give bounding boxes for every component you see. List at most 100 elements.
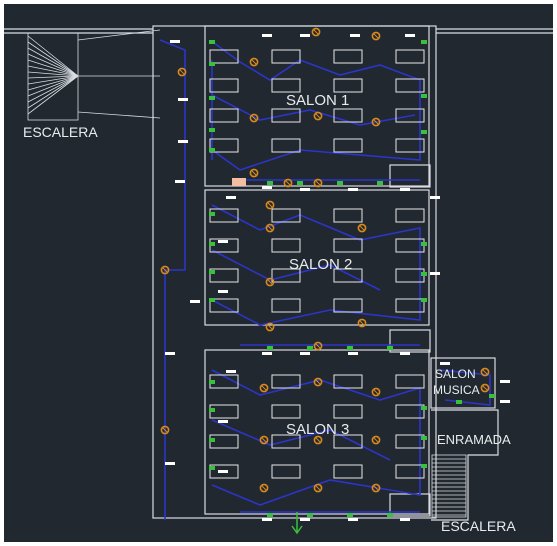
light-fixture-cross (162, 427, 168, 433)
circuit-tag (218, 470, 228, 473)
desk (271, 238, 301, 253)
desk (271, 298, 301, 313)
stair-top-tread (27, 71, 79, 77)
circuit-tag (440, 362, 450, 365)
circuit-tag (300, 34, 310, 37)
light-fixture (357, 223, 367, 233)
desk (333, 78, 363, 93)
building-walls (4, 25, 553, 521)
circuit-tag (430, 272, 440, 275)
light-fixture (313, 435, 323, 445)
switch-symbol (209, 380, 215, 384)
switch-symbol (209, 298, 215, 302)
desk (395, 108, 425, 123)
switch-symbol (387, 513, 393, 517)
light-fixture (265, 277, 275, 287)
switch-symbol (209, 270, 215, 274)
circuit-tag (218, 420, 228, 423)
label-enramada: ENRAMADA (437, 432, 511, 447)
light-fixture-cross (285, 180, 291, 186)
desk (209, 78, 239, 93)
desk (333, 298, 363, 313)
stair-top-tread (27, 75, 79, 97)
desk (395, 49, 425, 64)
salon-musica-wall (430, 357, 496, 409)
switch-symbol (387, 346, 393, 350)
stair-top-tread (27, 75, 79, 115)
light-fixture (177, 67, 187, 77)
stair-top-tread (27, 47, 79, 77)
light-fixture-cross (482, 369, 488, 375)
light-fixture-cross (313, 29, 319, 35)
light-fixture-cross (261, 385, 267, 391)
light-fixture (313, 341, 323, 351)
desk (209, 108, 239, 123)
light-fixture (371, 117, 381, 127)
desk (271, 404, 301, 419)
circuit-tag (500, 380, 510, 383)
light-fixture (259, 435, 269, 445)
circuit-tag (226, 370, 236, 373)
light-fixture (313, 178, 323, 188)
desk (333, 464, 363, 479)
circuit-tag (218, 290, 228, 293)
stair-top-tread (27, 65, 79, 77)
desk (209, 49, 239, 64)
switch-symbol (421, 242, 427, 246)
light-fixture (357, 318, 367, 328)
stair-top-tread (27, 75, 79, 91)
circuit-tag (348, 352, 358, 355)
light-fixture-cross (373, 119, 379, 125)
light-fixture (371, 387, 381, 397)
switch-symbol (209, 62, 215, 66)
label-salon1: SALON 1 (286, 92, 349, 109)
desk (209, 298, 239, 313)
light-fixture-cross (179, 69, 185, 75)
stair-top-tread (27, 75, 79, 109)
stair-top-tread (27, 75, 79, 79)
stair-top-tread (27, 53, 79, 77)
light-fixture-cross (267, 202, 273, 208)
light-fixture (371, 31, 381, 41)
circuit-tag (400, 518, 410, 521)
light-fixture-cross (315, 113, 321, 119)
light-fixture (313, 483, 323, 493)
light-fixture-cross (315, 343, 321, 349)
light-fixture-cross (315, 180, 321, 186)
desk (333, 138, 363, 153)
desk (333, 374, 363, 389)
switch-symbol (209, 242, 215, 246)
switch-symbol (456, 400, 462, 404)
light-fixture (371, 483, 381, 493)
panel-board (232, 178, 246, 186)
desk (271, 138, 301, 153)
desk (395, 78, 425, 93)
switch-symbol (421, 298, 427, 302)
desk (333, 238, 363, 253)
circuit-tag (430, 196, 440, 199)
switch-symbol (421, 40, 427, 44)
switch-symbol (307, 513, 313, 517)
light-fixture-cross (267, 324, 273, 330)
switch-symbol (209, 148, 215, 152)
desk (395, 208, 425, 223)
switch-symbol (421, 464, 427, 468)
circuit-tag (300, 188, 310, 191)
light-fixture (249, 113, 259, 123)
stair-top-rail-1 (77, 29, 161, 41)
light-fixture (371, 435, 381, 445)
circuit-tag (262, 352, 272, 355)
light-fixture (265, 200, 275, 210)
switch-symbol (267, 181, 273, 185)
light-fixture-cross (261, 437, 267, 443)
desk (271, 108, 301, 123)
switch-symbol (297, 181, 303, 185)
light-fixtures-layer (160, 27, 490, 493)
switch-symbol (209, 212, 215, 216)
light-fixture (480, 383, 490, 393)
circuit-tag (262, 186, 272, 189)
light-fixture-cross (315, 485, 321, 491)
light-fixture-cross (251, 115, 257, 121)
switch-symbol (489, 394, 495, 398)
circuit-tag (226, 196, 236, 199)
